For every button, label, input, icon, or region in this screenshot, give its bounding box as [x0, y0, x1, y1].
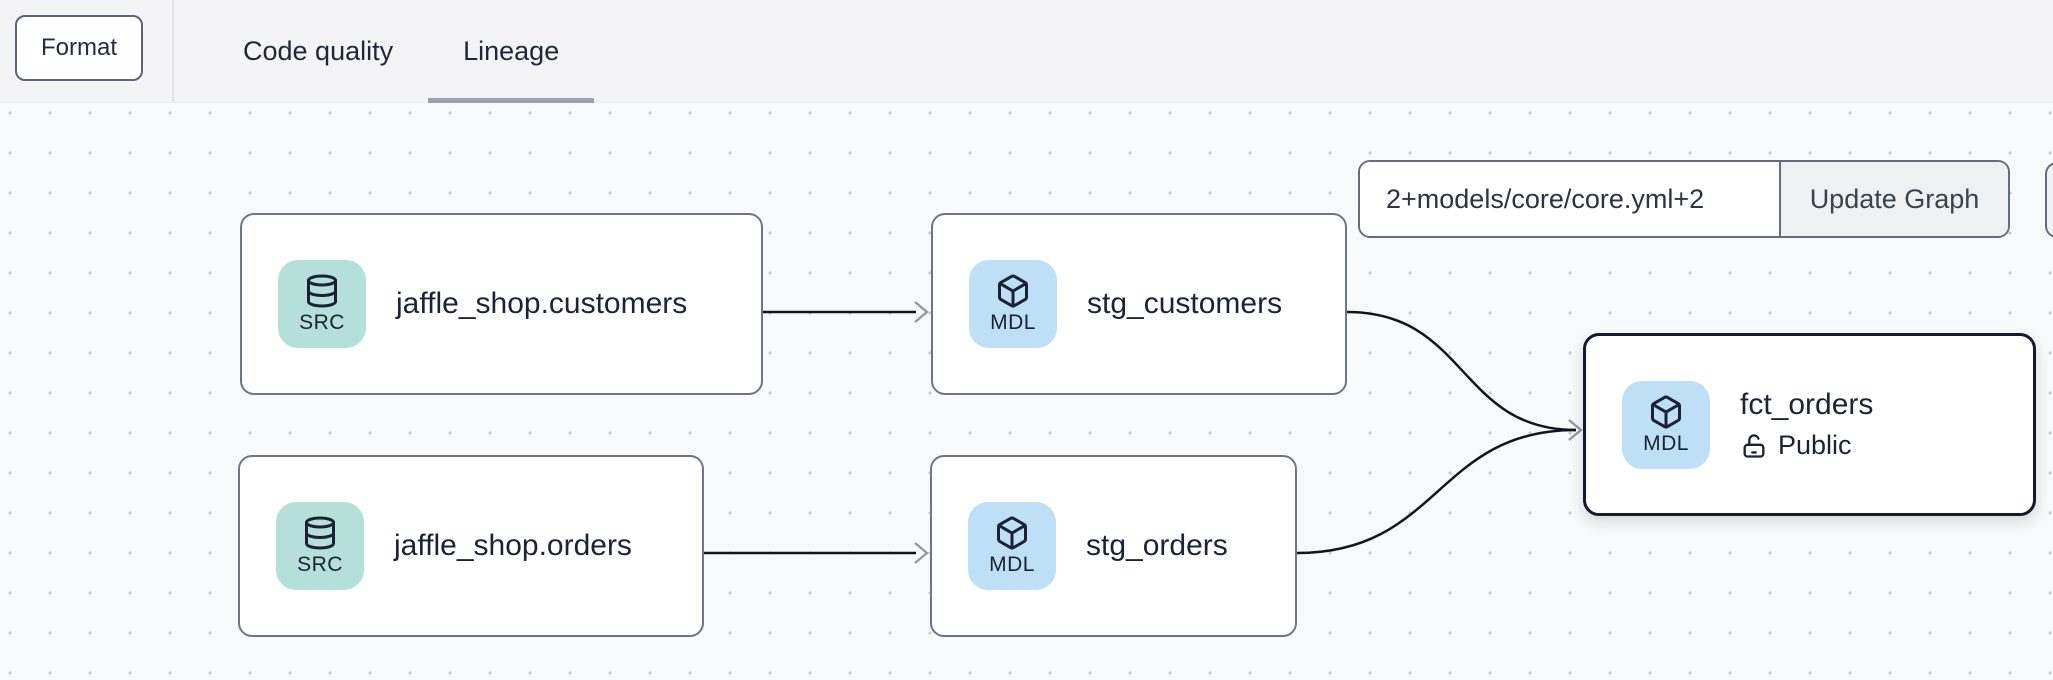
tab-code-quality[interactable]: Code quality [243, 36, 394, 66]
toolbar-divider [172, 0, 174, 102]
node-label: jaffle_shop.customers [396, 287, 688, 320]
database-icon [307, 274, 337, 308]
model-badge: MDL [1622, 380, 1710, 469]
node-model-stg-customers[interactable]: MDL stg_customers [931, 213, 1347, 395]
cube-icon [998, 274, 1028, 308]
node-label: stg_customers [1087, 287, 1283, 320]
database-icon [305, 516, 335, 550]
node-model-fct-orders[interactable]: MDL fct_orders Public [1583, 333, 2036, 516]
source-badge: SRC [278, 260, 366, 348]
node-access-row: Public [1740, 430, 1873, 461]
toolbar: Format Code quality Lineage [0, 0, 2053, 103]
cube-icon [1651, 395, 1681, 429]
node-label: stg_orders [1086, 529, 1228, 562]
cube-icon [997, 516, 1027, 550]
node-source-jaffle-shop-orders[interactable]: SRC jaffle_shop.orders [238, 455, 704, 637]
cutoff-right-button[interactable] [2045, 162, 2053, 238]
node-type-label: SRC [299, 311, 345, 334]
format-button[interactable]: Format [15, 15, 143, 81]
unlock-icon [1743, 433, 1765, 458]
node-label: jaffle_shop.orders [394, 529, 632, 562]
model-badge: MDL [969, 260, 1057, 348]
graph-selector-group: Update Graph [1358, 160, 2010, 238]
graph-selector-input[interactable] [1360, 162, 1779, 236]
node-type-label: MDL [990, 311, 1036, 334]
node-source-jaffle-shop-customers[interactable]: SRC jaffle_shop.customers [240, 213, 763, 395]
node-type-label: MDL [989, 553, 1035, 576]
update-graph-button[interactable]: Update Graph [1779, 162, 2008, 236]
source-badge: SRC [276, 502, 364, 590]
node-model-stg-orders[interactable]: MDL stg_orders [930, 455, 1297, 637]
model-badge: MDL [968, 502, 1056, 590]
tab-bar: Code quality Lineage [208, 0, 595, 103]
node-label: fct_orders [1740, 388, 1874, 421]
node-type-label: MDL [1643, 431, 1689, 455]
tab-lineage[interactable]: Lineage [428, 0, 595, 103]
node-access-label: Public [1778, 430, 1852, 460]
node-type-label: SRC [297, 553, 343, 576]
